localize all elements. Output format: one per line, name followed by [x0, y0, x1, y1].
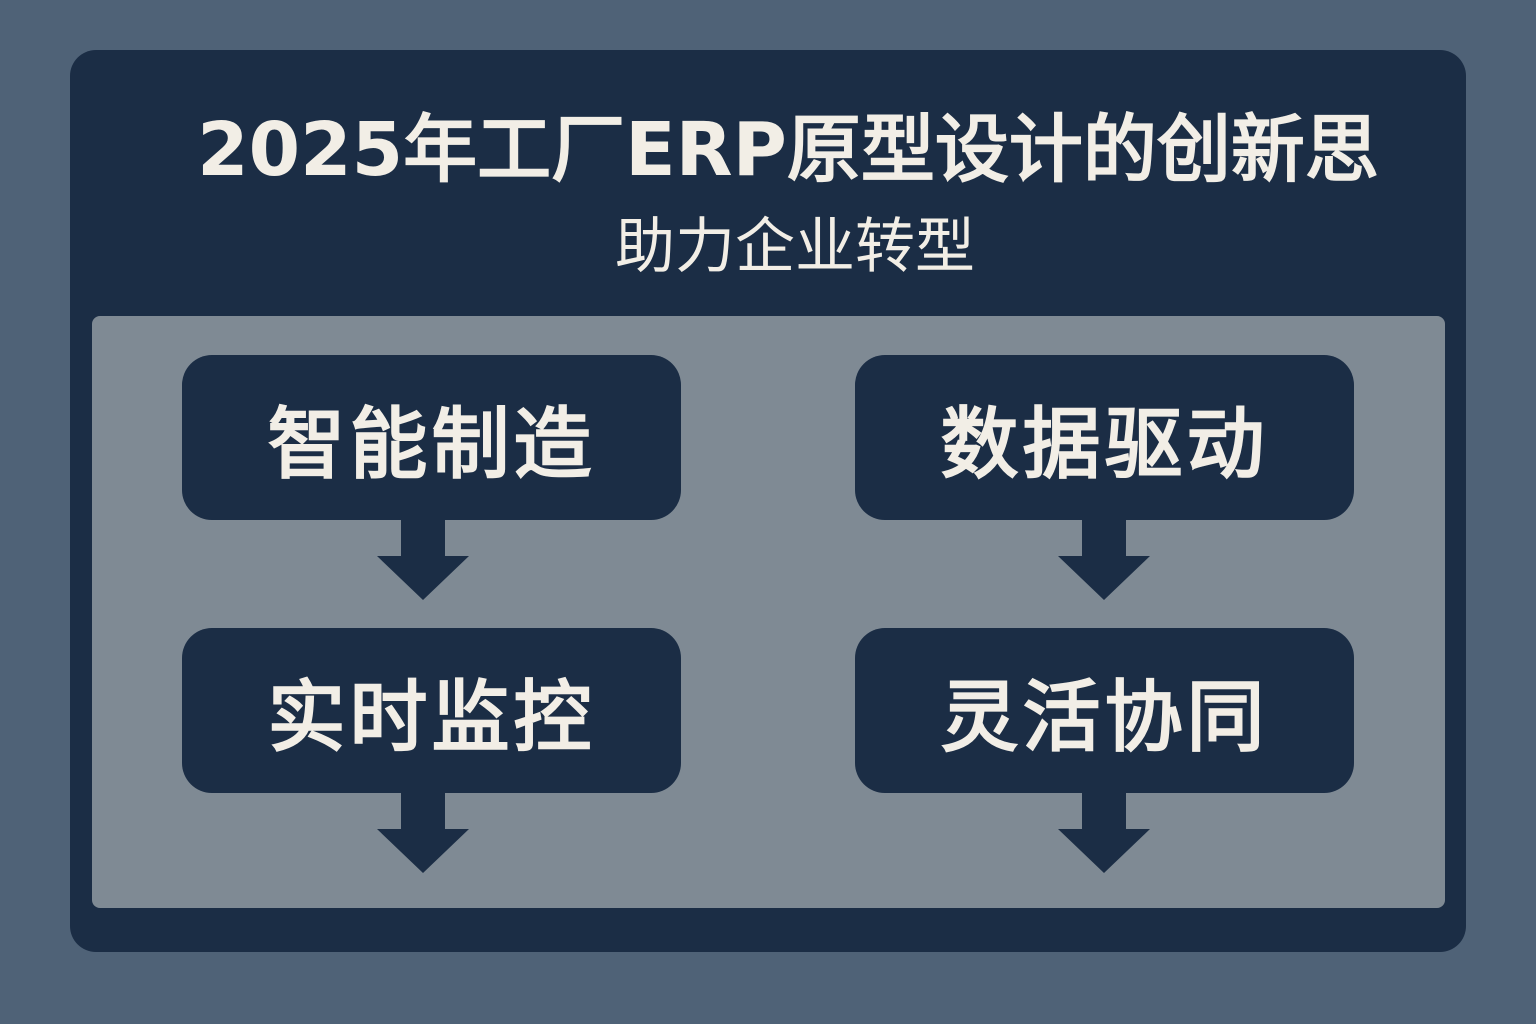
- node-label: 灵活协同: [940, 672, 1269, 763]
- node-smart-manufacturing: 智能制造: [182, 355, 681, 520]
- node-realtime-monitoring: 实时监控: [182, 628, 681, 793]
- node-data-driven: 数据驱动: [855, 355, 1354, 520]
- node-label: 智能制造: [267, 399, 596, 490]
- node-label: 实时监控: [267, 672, 596, 763]
- node-label: 数据驱动: [940, 399, 1269, 490]
- arrow-down-icon: [377, 793, 469, 873]
- node-flexible-collaboration: 灵活协同: [855, 628, 1354, 793]
- page-title: 2025年工厂ERP原型设计的创新思: [197, 107, 1379, 193]
- arrow-down-icon: [377, 520, 469, 600]
- arrow-down-icon: [1058, 520, 1150, 600]
- page-subtitle: 助力企业转型: [615, 212, 975, 282]
- arrow-down-icon: [1058, 793, 1150, 873]
